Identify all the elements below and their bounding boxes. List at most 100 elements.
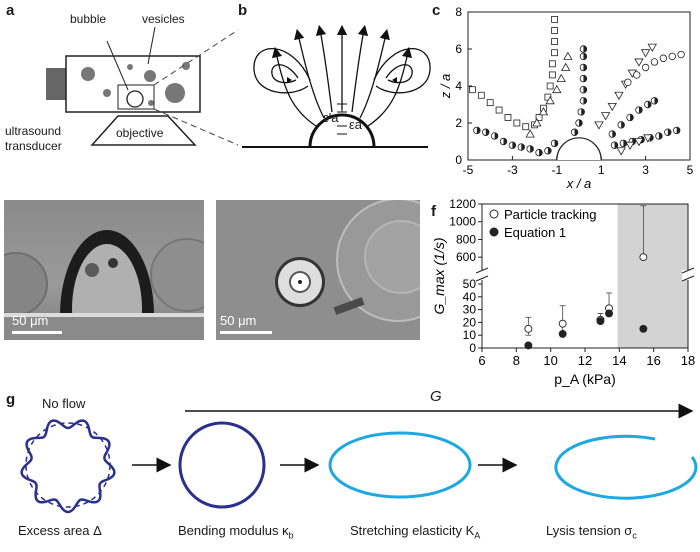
data-point-triangle-up <box>563 51 573 60</box>
x-tick-label: 18 <box>681 353 695 368</box>
data-point-square <box>551 38 558 45</box>
y-tick-label: 40 <box>463 290 477 304</box>
bubble-outline <box>308 113 376 148</box>
particle-tracking-point <box>558 319 567 328</box>
data-point-half-circle <box>579 63 588 72</box>
data-point-triangle-up <box>538 107 549 116</box>
no-flow-label: No flow <box>42 396 86 411</box>
scale-label-e: 50 μm <box>220 313 257 328</box>
data-point-half-circle <box>579 85 588 94</box>
g-label: G <box>430 388 442 405</box>
y-tick-label: 1200 <box>449 197 476 211</box>
zoom-line-bottom <box>153 108 239 146</box>
caption-lysis-tension: Lysis tension σc <box>546 523 637 541</box>
data-point-triangle-up <box>560 62 571 71</box>
data-point-half-circle <box>482 128 490 136</box>
data-point-triangle-down <box>647 43 657 52</box>
axis-break-right <box>682 270 694 280</box>
data-point-circle <box>677 50 685 59</box>
x-axis-label: x / a <box>566 176 592 190</box>
data-point-square <box>546 82 554 90</box>
data-point-half-circle <box>570 128 579 136</box>
scale-label-d: 50 μm <box>12 313 49 328</box>
particle-tracking-point <box>639 253 648 262</box>
data-point-half-circle <box>650 97 659 105</box>
y-tick-label: 800 <box>456 232 476 246</box>
data-point-half-circle <box>508 141 517 149</box>
data-point-half-circle <box>550 139 559 148</box>
y-tick-label: 0 <box>469 341 476 355</box>
data-point-half-circle <box>579 74 588 83</box>
data-point-half-circle <box>579 52 588 61</box>
panel-label-a: a <box>6 2 15 19</box>
data-point-square <box>486 99 494 107</box>
data-point-half-circle <box>608 130 616 138</box>
y-tick-label: 0 <box>455 153 462 167</box>
legend-marker <box>489 227 499 237</box>
data-point-square <box>551 15 558 23</box>
panel-label-g: g <box>6 391 16 408</box>
objective-label: objective <box>116 126 164 140</box>
data-point-half-circle <box>473 126 481 135</box>
axis-break-mark <box>681 275 695 282</box>
bending-vesicle <box>178 421 266 509</box>
data-point-half-circle <box>655 132 663 140</box>
x-tick-label: 16 <box>646 353 660 368</box>
data-point-half-circle <box>610 141 619 149</box>
x-tick-label: -5 <box>463 163 474 177</box>
data-point-half-circle <box>617 121 625 129</box>
data-point-triangle-down <box>614 91 624 101</box>
micrograph-e <box>216 200 420 340</box>
panel-label-b: b <box>238 2 248 19</box>
scale-bar-e <box>220 331 272 334</box>
lysed-vesicle <box>554 434 698 500</box>
x-tick-label: 3 <box>642 163 649 177</box>
data-point-triangle-up <box>545 95 555 105</box>
y-tick-label: 30 <box>463 303 477 317</box>
caption-bending-modulus: Bending modulus κb <box>178 523 294 541</box>
data-point-half-circle <box>664 128 672 136</box>
zoom-line-top <box>153 29 239 86</box>
x-tick-label: 10 <box>543 353 557 368</box>
data-point-circle <box>659 54 668 62</box>
caption-excess-area: Excess area Δ <box>18 523 102 538</box>
data-point-triangle-down <box>616 147 626 156</box>
membrane-sequence <box>20 403 698 514</box>
data-point-half-circle <box>644 100 652 109</box>
data-point-half-circle <box>626 113 634 122</box>
shaded-region <box>617 204 688 348</box>
data-point-triangle-down <box>607 102 617 112</box>
data-point-half-circle <box>499 137 508 146</box>
data-point-square <box>548 60 556 68</box>
equation-point <box>639 324 648 333</box>
particle-tracking-point <box>524 324 533 333</box>
x-axis-label: p_A (kPa) <box>554 371 615 387</box>
data-point-triangle-up <box>532 118 542 127</box>
data-point-square <box>495 106 503 114</box>
data-point-square <box>548 71 556 79</box>
data-point-triangle-up <box>556 73 566 82</box>
axis-break-mark <box>475 267 489 274</box>
wavy-membrane <box>20 419 116 514</box>
data-point-square <box>535 114 543 121</box>
panel-label-c: c <box>432 2 441 19</box>
data-point-circle <box>650 58 659 66</box>
data-point-triangle-up <box>525 129 535 138</box>
data-point-half-circle <box>577 108 585 116</box>
equation-point <box>558 329 567 338</box>
data-point-half-circle <box>535 148 543 157</box>
x-tick-label: 1 <box>598 163 605 177</box>
legend-label: Equation 1 <box>504 225 566 240</box>
axis-break-left <box>476 270 488 280</box>
data-point-square <box>477 91 485 99</box>
caption-stretching-elasticity: Stretching elasticity KA <box>350 523 481 541</box>
y-tick-label: 1000 <box>449 215 476 229</box>
data-point-triangle-down <box>643 134 653 143</box>
data-point-half-circle <box>579 97 588 105</box>
epsilon-label: εa <box>349 117 363 132</box>
data-point-square <box>469 86 476 94</box>
data-point-circle <box>641 63 650 72</box>
vesicles <box>81 62 190 106</box>
data-point-half-circle <box>544 147 552 155</box>
